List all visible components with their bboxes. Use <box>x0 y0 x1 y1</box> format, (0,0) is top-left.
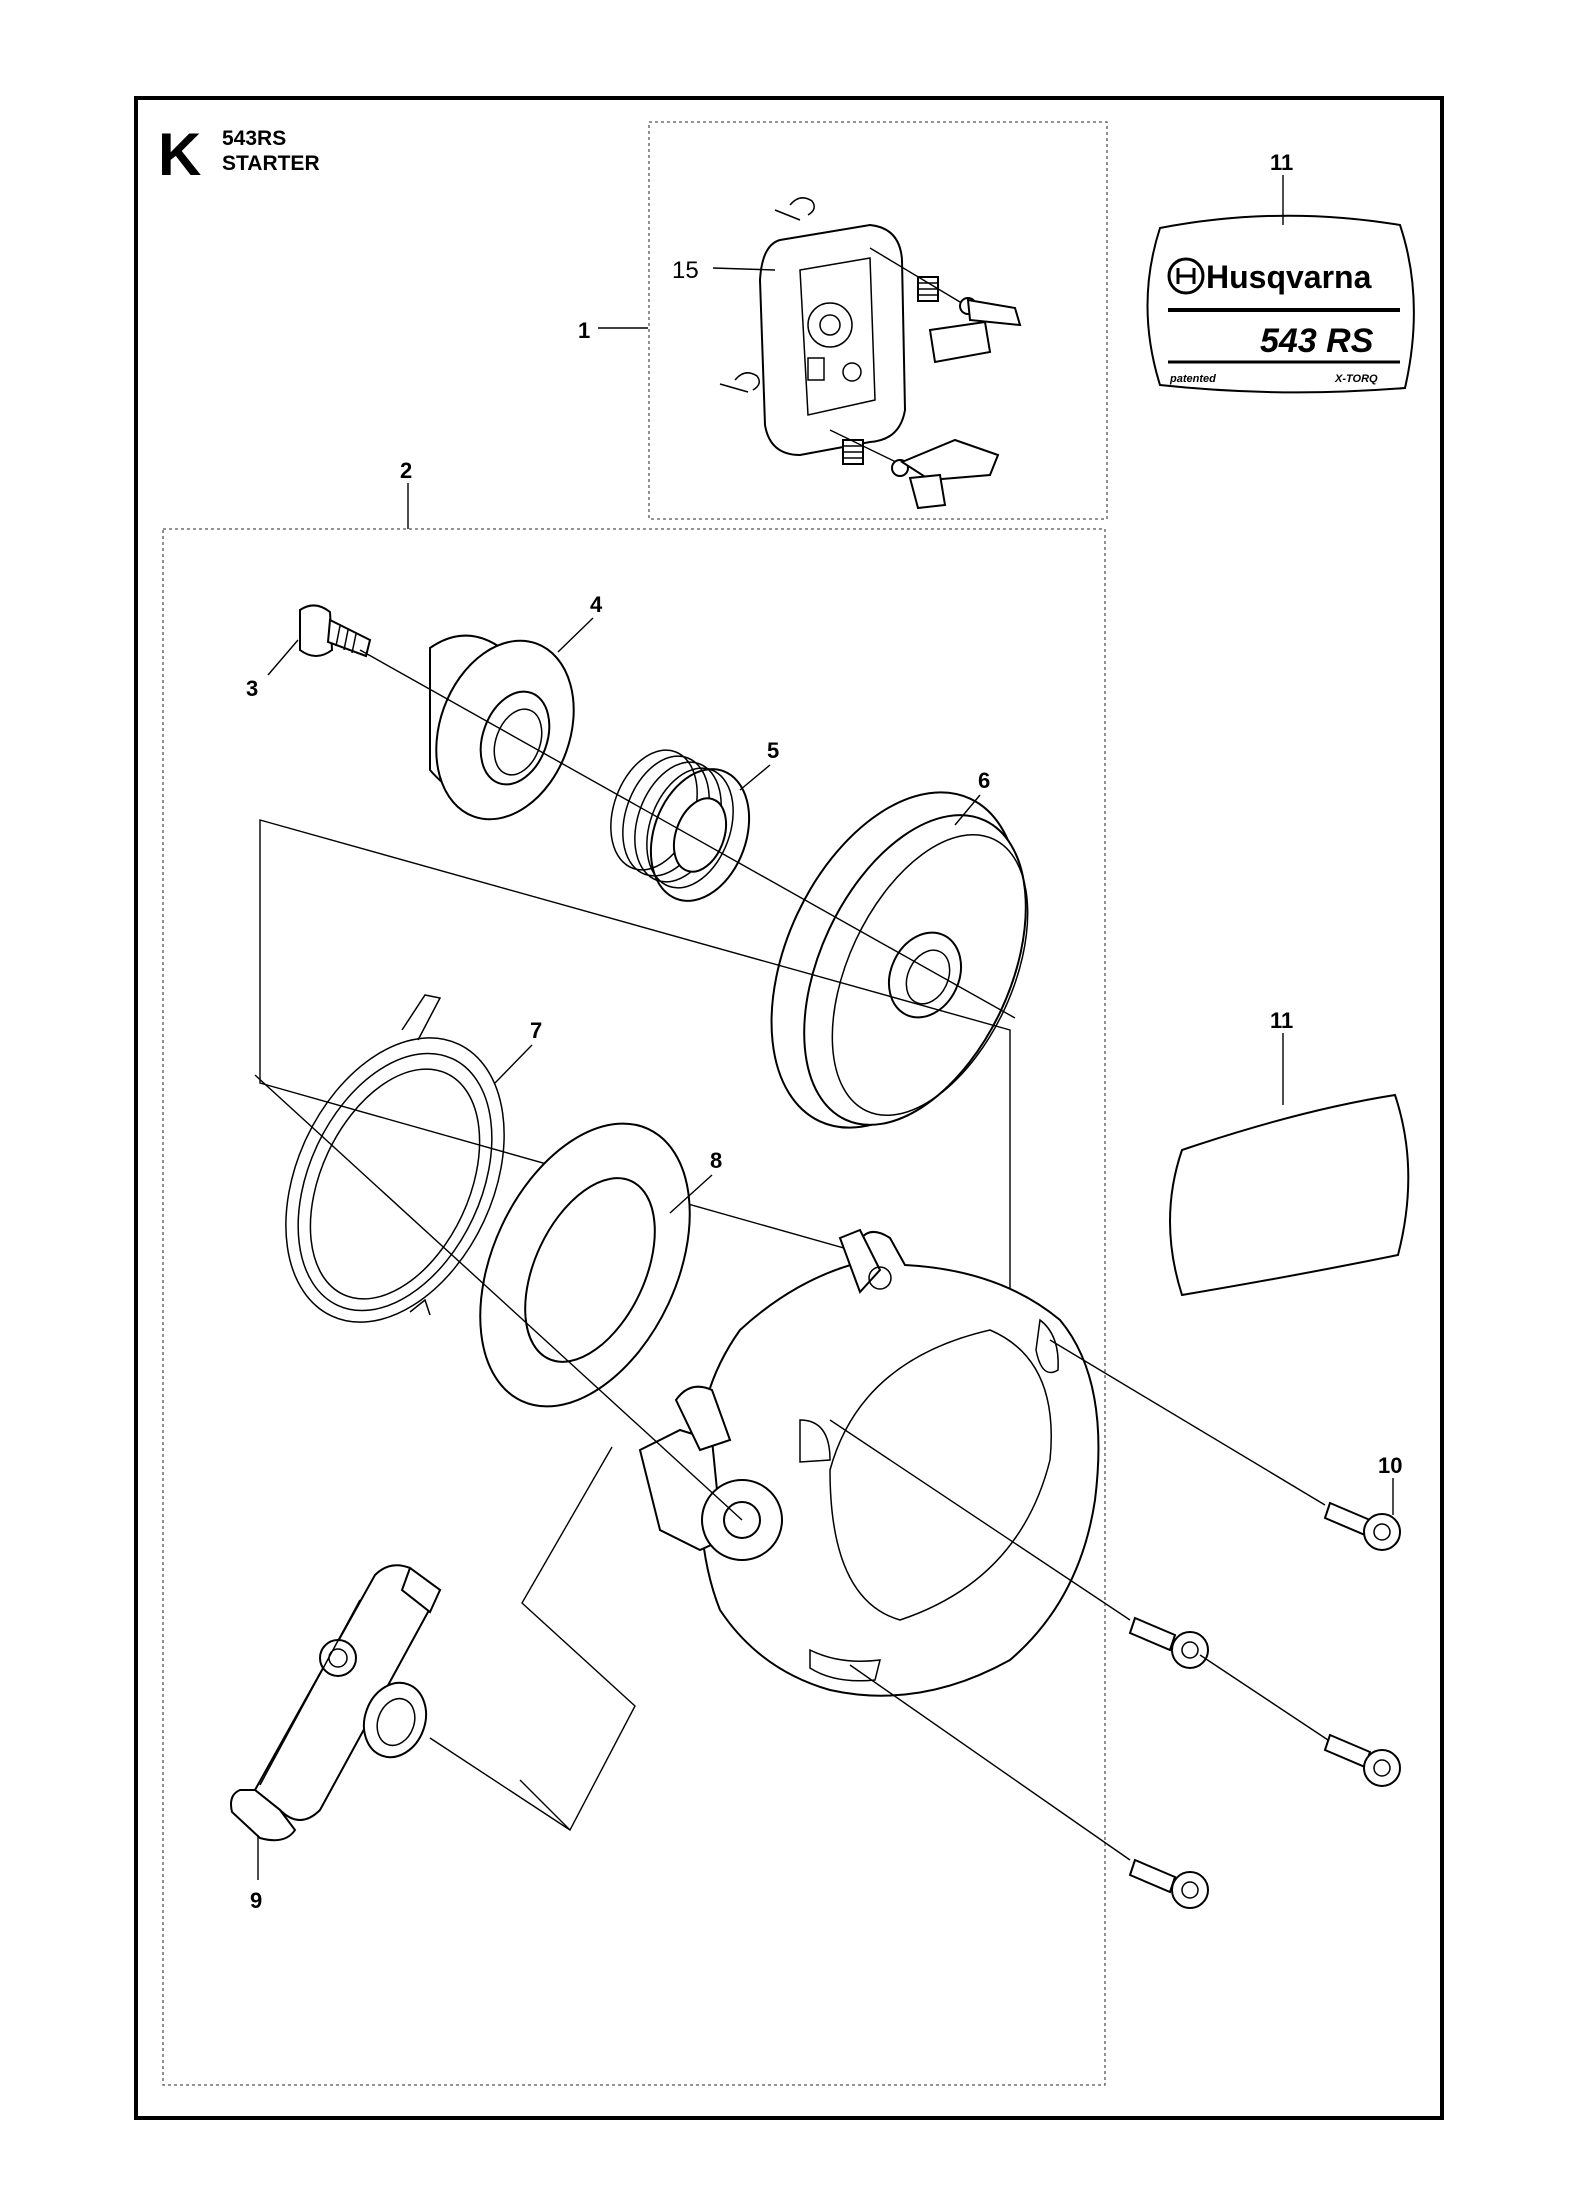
part-3-bolt <box>299 604 372 658</box>
callout-15: 15 <box>672 257 699 284</box>
part-9-handle <box>230 1564 442 1842</box>
callout-11-lower: 11 <box>1270 1008 1293 1033</box>
callout-1: 1 <box>578 318 590 343</box>
callout-6: 6 <box>978 768 990 793</box>
part-5-spring <box>610 749 751 902</box>
callout-7: 7 <box>530 1018 542 1043</box>
decal-brand: Husqvarna <box>1206 259 1372 295</box>
callout-4: 4 <box>590 592 603 617</box>
callout-5: 5 <box>767 738 779 763</box>
callout-9: 9 <box>250 1888 262 1913</box>
part-6-pulley <box>770 791 1029 1129</box>
group-outline-9 <box>519 1446 636 1832</box>
decal-patented: patented <box>1169 373 1216 385</box>
group-box-1 <box>648 121 1108 520</box>
decal-xtorq: X-TORQ <box>1334 373 1378 385</box>
group-box-2 <box>162 528 1106 2086</box>
starter-housing <box>638 1228 1100 1697</box>
part-7-recoil-spring <box>285 994 505 1323</box>
part-4-bushing <box>429 634 575 821</box>
page-frame <box>134 96 1444 2120</box>
husqvarna-logo-icon <box>1167 257 1205 295</box>
section-model: 543RS <box>222 127 286 150</box>
decal-11-upper: Husqvarna 543 RS patented X-TORQ <box>1146 214 1415 394</box>
section-title: STARTER <box>222 152 320 175</box>
part-1-handle-holder <box>719 197 1022 510</box>
section-letter: K <box>158 121 201 188</box>
callout-3: 3 <box>246 676 258 701</box>
decal-model: 543 RS <box>1260 322 1374 360</box>
part-10-screws <box>1128 1501 1401 1909</box>
callout-2: 2 <box>400 458 412 483</box>
callout-11-upper: 11 <box>1270 150 1293 175</box>
decal-11-lower <box>1169 1093 1410 1297</box>
callout-10: 10 <box>1378 1453 1402 1478</box>
part-8-washer <box>479 1122 691 1408</box>
callout-8: 8 <box>710 1148 722 1173</box>
